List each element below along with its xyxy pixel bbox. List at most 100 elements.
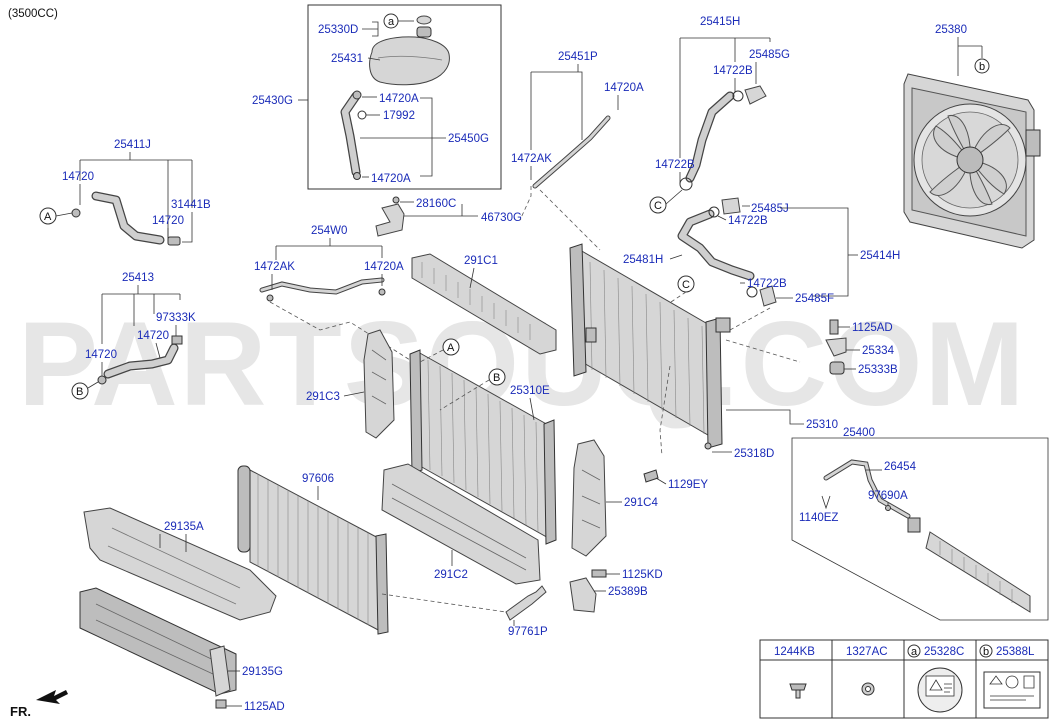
label-14722B-lower-1[interactable]: 14722B (728, 215, 768, 227)
callout-b-fan (974, 58, 990, 74)
label-291C4[interactable]: 291C4 (624, 497, 658, 509)
label-14720-left-2[interactable]: 14720 (152, 215, 184, 227)
front-direction-label: FR. (10, 704, 31, 719)
legend-header-25328C[interactable]: 25328C (924, 646, 964, 658)
label-14722B-lower-2[interactable]: 14722B (747, 278, 787, 290)
label-25333B[interactable]: 25333B (858, 364, 898, 376)
label-25380[interactable]: 25380 (935, 24, 967, 36)
reservoir-hose (340, 90, 367, 180)
callout-C-upper (649, 196, 667, 214)
mount-hardware-right (825, 319, 847, 375)
label-25450G[interactable]: 25450G (448, 133, 489, 145)
bracket-97761P (505, 585, 547, 621)
radiator-25310E (409, 349, 557, 545)
label-46730G[interactable]: 46730G (481, 212, 522, 224)
label-29135G[interactable]: 29135G (242, 666, 283, 678)
label-1125AD-bottom[interactable]: 1125AD (244, 701, 285, 713)
label-14720A-hose-top[interactable]: 14720A (604, 82, 644, 94)
label-25481H[interactable]: 25481H (623, 254, 663, 266)
svg-text:a: a (388, 16, 395, 28)
label-25451P[interactable]: 25451P (558, 51, 598, 63)
legend-header-1244KB[interactable]: 1244KB (774, 646, 815, 658)
svg-text:A: A (447, 342, 455, 354)
label-29135A[interactable]: 29135A (164, 521, 204, 533)
hose-25451P (532, 115, 611, 189)
bracket-25389B (569, 569, 607, 613)
label-25414H[interactable]: 25414H (860, 250, 900, 262)
label-25411J[interactable]: 25411J (114, 139, 151, 151)
label-25330D[interactable]: 25330D (318, 24, 358, 36)
hose-254W0 (259, 277, 386, 302)
air-duct-29135A (79, 507, 277, 695)
legend-header-25388L[interactable]: 25388L (996, 646, 1035, 658)
label-1125KD[interactable]: 1125KD (622, 569, 663, 581)
hose-25413 (97, 335, 183, 385)
label-25485J[interactable]: 25485J (751, 203, 789, 215)
label-14720-b-2[interactable]: 14720 (85, 349, 117, 361)
label-97690A[interactable]: 97690A (868, 490, 908, 502)
hardware-legend-table: 1244KB 1327AC a 25328C b 25388L (759, 639, 1049, 719)
side-guard-291C3 (363, 329, 395, 439)
svg-text:a: a (911, 646, 918, 658)
label-291C3[interactable]: 291C3 (306, 391, 340, 403)
label-25389B[interactable]: 25389B (608, 586, 648, 598)
label-97606[interactable]: 97606 (302, 473, 334, 485)
label-291C2[interactable]: 291C2 (434, 569, 468, 581)
caution-label-icon (917, 667, 963, 713)
label-25413[interactable]: 25413 (122, 272, 154, 284)
label-25430G[interactable]: 25430G (252, 95, 293, 107)
air-guard-291C1 (411, 253, 557, 355)
label-291C1[interactable]: 291C1 (464, 255, 498, 267)
label-31441B[interactable]: 31441B (171, 199, 211, 211)
label-25318D[interactable]: 25318D (734, 448, 774, 460)
callout-B-center (488, 368, 506, 386)
label-1140EZ[interactable]: 1140EZ (799, 512, 838, 524)
label-14720A-mid[interactable]: 14720A (364, 261, 404, 273)
condenser-97606 (237, 465, 389, 635)
label-17992[interactable]: 17992 (383, 110, 415, 122)
hose-25415H (679, 85, 767, 191)
label-25415H[interactable]: 25415H (700, 16, 740, 28)
label-97333K[interactable]: 97333K (156, 312, 196, 324)
oil-cooler-25400 (823, 459, 1031, 613)
label-14720A-reservoir-top[interactable]: 14720A (379, 93, 419, 105)
label-25431[interactable]: 25431 (331, 53, 363, 65)
screw-icon (789, 683, 807, 699)
label-254W0[interactable]: 254W0 (311, 225, 347, 237)
svg-text:A: A (44, 211, 52, 223)
label-14720-b-1[interactable]: 14720 (137, 330, 169, 342)
side-guard-291C4 (571, 439, 607, 557)
label-26454[interactable]: 26454 (884, 461, 917, 473)
svg-text:b: b (983, 646, 989, 658)
label-25400[interactable]: 25400 (843, 427, 875, 439)
svg-text:B: B (76, 386, 83, 398)
label-14720A-reservoir-bottom[interactable]: 14720A (371, 173, 411, 185)
label-14722B-mid[interactable]: 14722B (655, 159, 695, 171)
label-25334[interactable]: 25334 (862, 345, 895, 357)
reservoir-tank (369, 15, 450, 86)
label-1129EY[interactable]: 1129EY (668, 479, 708, 491)
reservoir-group-box (307, 4, 502, 190)
bolt-1129EY (643, 469, 659, 483)
label-25485F[interactable]: 25485F (795, 293, 834, 305)
oil-cooler-box (791, 437, 1049, 621)
label-1472AK-mid[interactable]: 1472AK (254, 261, 295, 273)
label-97761P[interactable]: 97761P (508, 626, 548, 638)
label-14722B-upper[interactable]: 14722B (713, 65, 753, 77)
label-25310[interactable]: 25310 (806, 419, 838, 431)
front-arrow-icon (36, 690, 68, 704)
clip-icon (861, 682, 875, 696)
label-25485G[interactable]: 25485G (749, 49, 790, 61)
label-14720-left-1[interactable]: 14720 (62, 171, 94, 183)
air-guard-291C2 (381, 463, 541, 585)
label-28160C[interactable]: 28160C (416, 198, 456, 210)
callout-A-center (442, 338, 460, 356)
label-25310E[interactable]: 25310E (510, 385, 550, 397)
label-1125AD-upper[interactable]: 1125AD (852, 322, 893, 334)
label-1472AK-top[interactable]: 1472AK (511, 153, 552, 165)
fan-shroud-25380 (903, 73, 1041, 249)
legend-header-1327AC[interactable]: 1327AC (846, 646, 888, 658)
callout-B-left (71, 382, 89, 400)
bracket-29135G (209, 645, 231, 709)
